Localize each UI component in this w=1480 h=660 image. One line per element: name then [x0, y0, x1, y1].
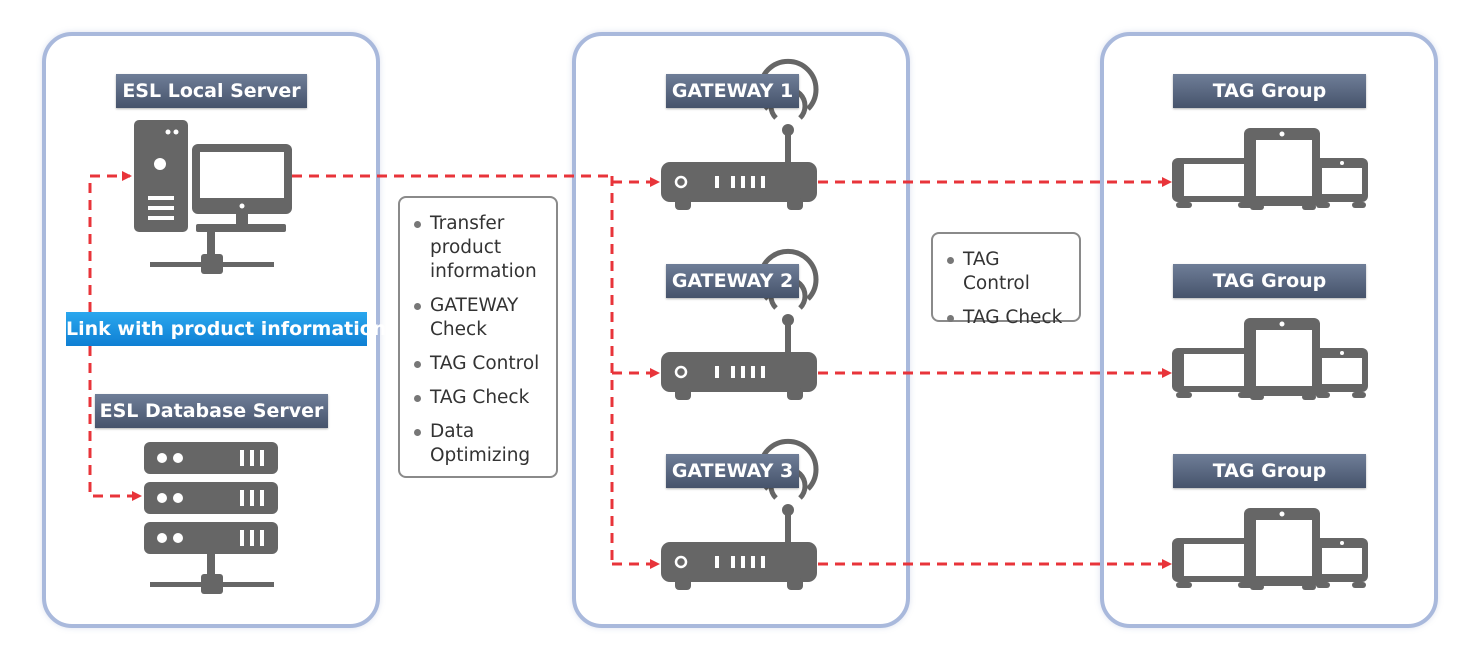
- server-tasks-box: Transfer product information GATEWAY Che…: [398, 196, 558, 478]
- local-server-label: ESL Local Server: [116, 74, 307, 108]
- tag-group-2-label: TAG Group: [1173, 264, 1366, 298]
- gateway-3-label: GATEWAY 3: [666, 454, 799, 488]
- gateway-tasks-list: TAG Control TAG Check: [945, 248, 1069, 330]
- tag-group-3-devices-icon: [1172, 508, 1368, 590]
- gateway-panel: [572, 32, 910, 628]
- gateway-2-label: GATEWAY 2: [666, 264, 799, 298]
- gateway-task-item: TAG Control: [945, 248, 1069, 296]
- server-tasks-list: Transfer product information GATEWAY Che…: [412, 212, 546, 468]
- database-server-icon: [144, 442, 278, 594]
- tag-group-1-label: TAG Group: [1173, 74, 1366, 108]
- link-info-label: Link with product information: [66, 312, 386, 346]
- gateway-1-label: GATEWAY 1: [666, 74, 799, 108]
- gateway-tasks-box: TAG Control TAG Check: [931, 232, 1081, 328]
- server-task-item: TAG Control: [412, 352, 546, 376]
- server-task-item: GATEWAY Check: [412, 294, 546, 342]
- database-server-label: ESL Database Server: [95, 394, 328, 428]
- server-task-item: TAG Check: [412, 386, 546, 410]
- server-task-item: Transfer product information: [412, 212, 546, 284]
- local-server-icon: [134, 120, 292, 274]
- connection-arrows: [88, 171, 1172, 569]
- tag-group-1-devices-icon: [1172, 128, 1368, 210]
- tag-group-2-devices-icon: [1172, 318, 1368, 400]
- gateway-task-item: TAG Check: [945, 306, 1069, 330]
- server-task-item: Data Optimizing: [412, 420, 546, 468]
- tag-group-3-label: TAG Group: [1173, 454, 1366, 488]
